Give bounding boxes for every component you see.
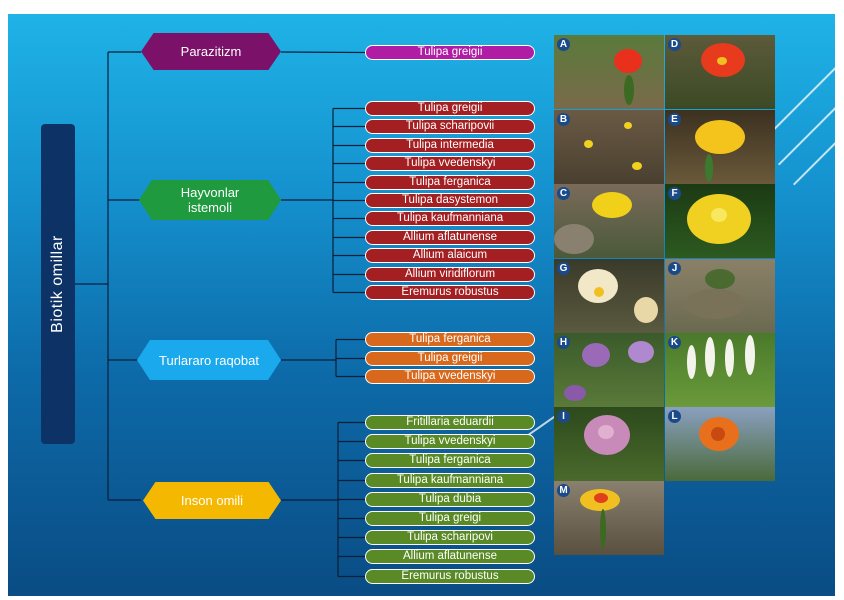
category-raqobat: Turlararo raqobat <box>137 340 281 380</box>
category-hayvonlar: Hayvonlar istemoli <box>139 180 281 220</box>
flower-shape <box>624 122 632 129</box>
species-pill: Eremurus robustus <box>365 569 535 584</box>
connector-leaf <box>280 51 366 54</box>
species-pill: Tulipa greigii <box>365 351 535 366</box>
species-pill: Tulipa dasystemon <box>365 193 535 208</box>
photo-badge: L <box>668 410 681 423</box>
flower-shape <box>695 120 745 154</box>
species-pill: Tulipa ferganica <box>365 332 535 347</box>
flower-shape <box>711 427 725 441</box>
flower-shape <box>745 335 755 375</box>
species-pill: Allium alaicum <box>365 248 535 263</box>
plant-photo: F <box>665 184 775 258</box>
species-pill: Fritillaria eduardii <box>365 415 535 430</box>
species-pill: Tulipa kaufmanniana <box>365 473 535 488</box>
species-pill: Tulipa dubia <box>365 492 535 507</box>
flower-shape <box>725 339 734 377</box>
flower-shape <box>592 192 632 218</box>
photo-badge: E <box>668 113 681 126</box>
slide-background: Biotik omillar Parazitizm Hayvonlar iste… <box>8 14 835 596</box>
flower-shape <box>711 208 727 222</box>
flower-shape <box>554 224 594 254</box>
flower-shape <box>564 385 586 401</box>
category-label: Hayvonlar istemoli <box>180 185 240 215</box>
flower-shape <box>624 75 634 105</box>
species-pill: Tulipa vvedenskyi <box>365 434 535 449</box>
flower-shape <box>705 337 715 377</box>
category-label: Turlararo raqobat <box>159 352 259 368</box>
species-pill: Allium aflatunense <box>365 230 535 245</box>
species-pill: Allium aflatunense <box>365 549 535 564</box>
photo-badge: B <box>557 113 570 126</box>
flower-shape <box>685 289 745 319</box>
species-pill: Tulipa vvedenskyi <box>365 369 535 384</box>
photo-badge: J <box>668 262 681 275</box>
species-pill: Tulipa scharipovi <box>365 530 535 545</box>
plant-photo: M <box>554 481 664 555</box>
category-parazitizm: Parazitizm <box>141 33 281 70</box>
plant-photo: L <box>665 407 775 481</box>
plant-photo: A <box>554 35 664 109</box>
flower-shape <box>628 341 654 363</box>
species-pill: Allium viridiflorum <box>365 267 535 282</box>
plant-photo: G <box>554 259 664 333</box>
flower-shape <box>582 343 610 367</box>
plant-photo: K <box>665 333 775 407</box>
photo-badge: I <box>557 410 570 423</box>
flower-shape <box>705 269 735 289</box>
species-pill: Tulipa greigii <box>365 101 535 116</box>
flower-shape <box>614 49 642 73</box>
species-pill: Tulipa intermedia <box>365 138 535 153</box>
species-pill: Tulipa scharipovii <box>365 119 535 134</box>
flower-shape <box>600 509 606 549</box>
species-pill: Eremurus robustus <box>365 285 535 300</box>
photo-badge: D <box>668 38 681 51</box>
species-pill: Tulipa ferganica <box>365 175 535 190</box>
category-label: Parazitizm <box>180 44 242 59</box>
photo-badge: H <box>557 336 570 349</box>
flower-shape <box>594 493 608 503</box>
flower-shape <box>598 425 614 439</box>
connector-lines <box>75 51 366 578</box>
species-pill: Tulipa greigii <box>365 45 535 60</box>
plant-photo: I <box>554 407 664 481</box>
flower-shape <box>687 345 696 379</box>
category-label: Inson omili <box>180 493 244 508</box>
flower-shape <box>594 287 604 297</box>
plant-photo: D <box>665 35 775 109</box>
flower-shape <box>634 297 658 323</box>
photo-badge: A <box>557 38 570 51</box>
species-pill: Tulipa vvedenskyi <box>365 156 535 171</box>
category-inson: Inson omili <box>143 482 281 519</box>
flower-shape <box>578 269 618 303</box>
photo-badge: C <box>557 187 570 200</box>
photo-badge: K <box>668 336 681 349</box>
plant-photo: B <box>554 110 664 184</box>
root-label-box: Biotik omillar <box>41 124 75 444</box>
species-pill: Tulipa kaufmanniana <box>365 211 535 226</box>
photo-badge: M <box>557 484 570 497</box>
flower-shape <box>584 140 593 148</box>
plant-photo: H <box>554 333 664 407</box>
root-label-text: Biotik omillar <box>49 235 66 333</box>
flower-shape <box>632 162 642 170</box>
species-pill: Tulipa greigi <box>365 511 535 526</box>
flower-shape <box>717 57 727 65</box>
photo-badge: G <box>557 262 570 275</box>
plant-photo: E <box>665 110 775 184</box>
plant-photo: J <box>665 259 775 333</box>
plant-photo: C <box>554 184 664 258</box>
flower-shape <box>705 154 713 182</box>
species-pill: Tulipa ferganica <box>365 453 535 468</box>
photo-badge: F <box>668 187 681 200</box>
